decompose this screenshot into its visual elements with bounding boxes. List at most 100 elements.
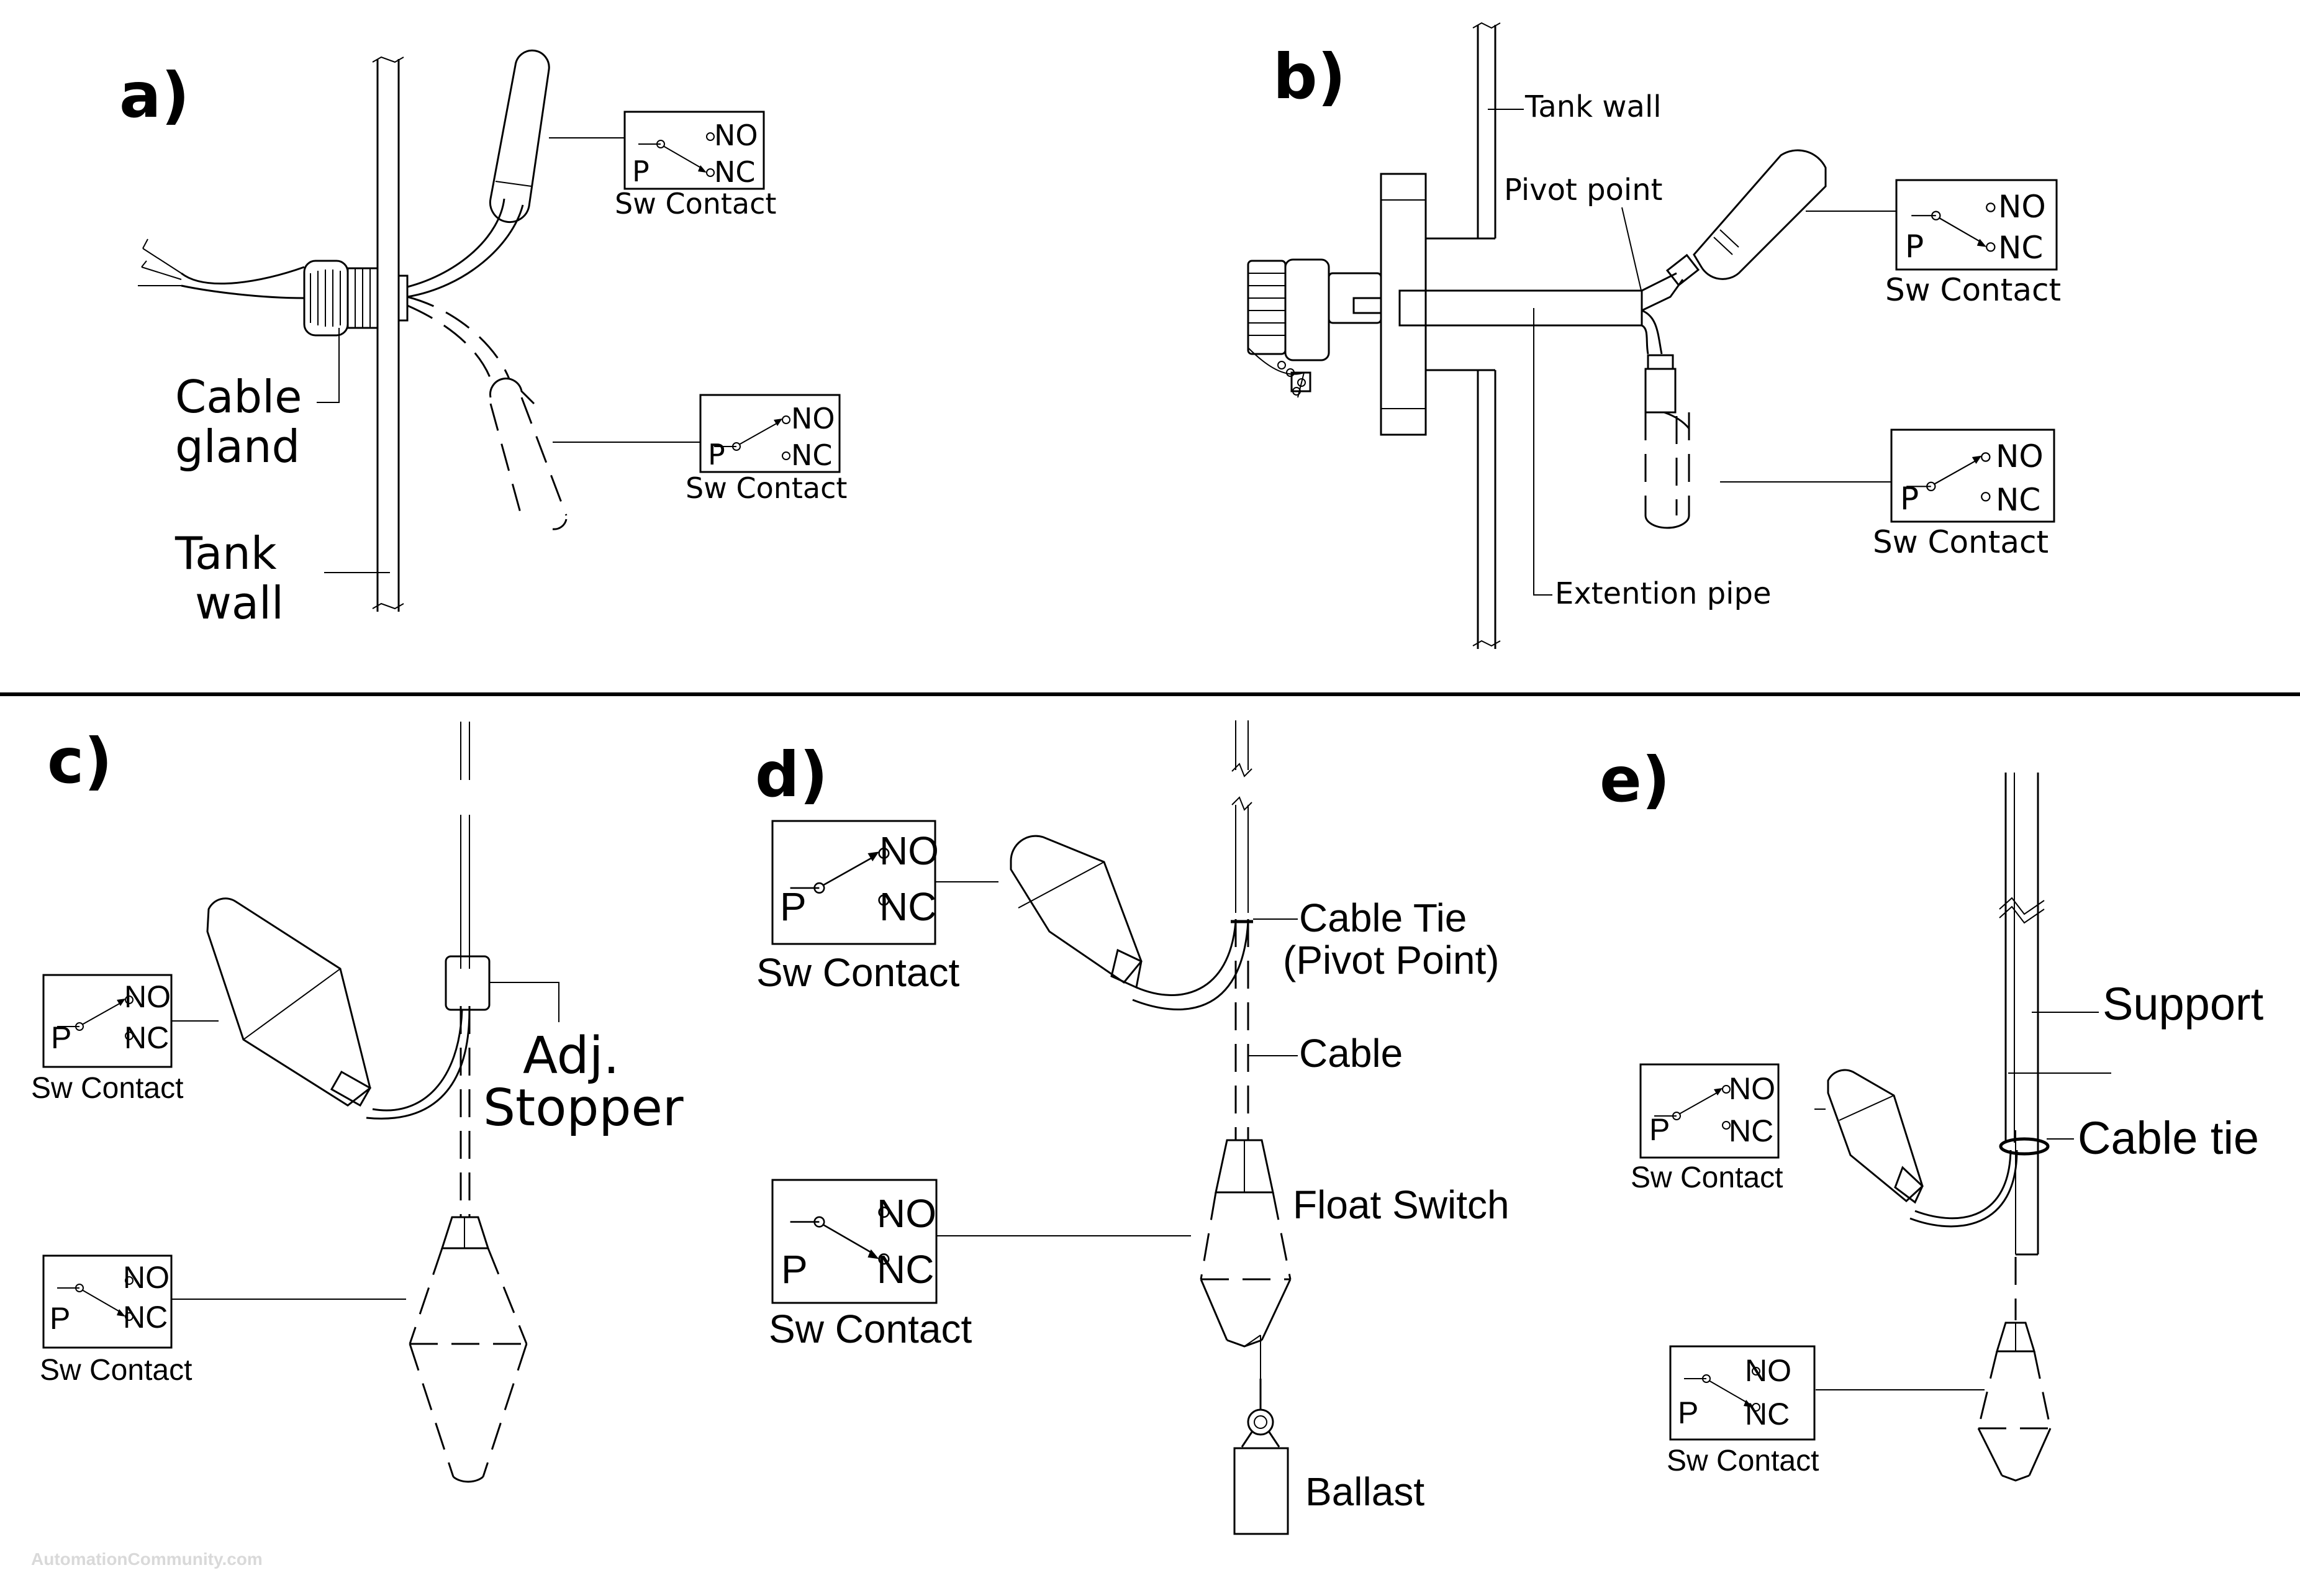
switch-contact-c-upper: NO NC P Sw Contact: [31, 974, 183, 1105]
ballast: [1233, 1335, 1289, 1535]
nc-terminal-label: NC: [123, 1300, 168, 1335]
panel-e: e): [1600, 743, 2264, 1482]
cable-gland-label-line1: Cable: [175, 371, 302, 423]
tank-wall-a: [372, 56, 404, 612]
panel-d: d): [755, 720, 1510, 1535]
switch-contact-d-upper: NO NC P Sw Contact: [756, 820, 959, 995]
switch-contact-a-upper: NO NC P Sw Contact: [615, 111, 776, 220]
float-raised-e: [1827, 1069, 2018, 1228]
sw-contact-caption: Sw Contact: [1631, 1161, 1783, 1194]
panel-a: a): [119, 49, 847, 629]
no-terminal-label: NO: [877, 1191, 936, 1236]
stopper-label-line1: Adj.: [523, 1027, 620, 1086]
common-terminal-label: P: [1678, 1395, 1698, 1430]
cable-tie-label-e: Cable tie: [2078, 1112, 2259, 1164]
nc-terminal-label: NC: [1729, 1113, 1773, 1148]
switch-contact-b-upper: NO NC P Sw Contact: [1885, 179, 2061, 308]
tank-wall-label-b: Tank wall: [1524, 89, 1662, 124]
mounting-flange: [1380, 173, 1427, 436]
float-lowered-b: [1641, 309, 1690, 529]
common-terminal-label: P: [780, 884, 807, 929]
cable-gland-label-line2: gland: [175, 420, 300, 473]
float-lowered-c: [409, 1216, 528, 1483]
no-terminal-label: NO: [714, 119, 758, 152]
nc-terminal-label: NC: [877, 1247, 934, 1292]
float-raised-d: [1010, 835, 1249, 1010]
panel-label-e: e): [1600, 743, 1670, 816]
switch-contact-e-lower: NO NC P Sw Contact: [1667, 1345, 1819, 1477]
nc-terminal-label: NC: [879, 884, 936, 929]
cable-tie-label-line1: Cable Tie: [1299, 895, 1467, 940]
float-lowered-d: [1200, 1139, 1292, 1348]
panel-label-c: c): [47, 725, 112, 797]
support-label: Support: [2103, 978, 2264, 1030]
nc-terminal-label: NC: [1745, 1397, 1790, 1431]
leader-line: [1533, 308, 1552, 596]
common-terminal-label: P: [781, 1247, 808, 1292]
nc-terminal-label: NC: [1996, 482, 2040, 518]
pivot-point-label: Pivot point: [1504, 173, 1663, 207]
common-terminal-label: P: [1905, 229, 1924, 265]
sw-contact-caption: Sw Contact: [1873, 524, 2049, 560]
float-lowered-e: [1977, 1322, 2052, 1482]
leader-line: [489, 982, 559, 1022]
sw-contact-caption: Sw Contact: [31, 1072, 183, 1105]
cable-d: [1231, 720, 1253, 1140]
common-terminal-label: P: [632, 155, 650, 188]
no-terminal-label: NO: [1745, 1353, 1791, 1388]
switch-contact-e-upper: NO NC P Sw Contact: [1631, 1063, 1783, 1194]
common-terminal-label: P: [708, 438, 725, 471]
switch-contact-a-lower: NO NC P Sw Contact: [686, 394, 847, 505]
no-terminal-label: NO: [879, 828, 939, 873]
no-terminal-label: NO: [791, 402, 835, 435]
tank-wall-label-line1: Tank: [174, 527, 277, 579]
tank-wall-b: [1424, 22, 1501, 649]
adjustable-stopper: [445, 955, 491, 1011]
stopper-label-line2: Stopper: [483, 1079, 684, 1138]
common-terminal-label: P: [50, 1301, 70, 1336]
extension-pipe-label: Extention pipe: [1555, 576, 1772, 611]
switch-contact-c-lower: NO NC P Sw Contact: [40, 1254, 192, 1387]
watermark: AutomationCommunity.com: [31, 1549, 263, 1569]
extension-pipe: [1398, 289, 1643, 327]
sw-contact-caption: Sw Contact: [769, 1307, 972, 1351]
cable-c: [460, 722, 471, 1217]
leader-line: [1621, 207, 1642, 294]
float-switch-label: Float Switch: [1293, 1182, 1510, 1227]
panel-c: c): [31, 722, 684, 1483]
sw-contact-caption: Sw Contact: [615, 187, 776, 220]
common-terminal-label: P: [51, 1020, 71, 1055]
sw-contact-caption: Sw Contact: [1667, 1444, 1819, 1477]
cable-gland: [303, 260, 409, 337]
no-terminal-label: NO: [1998, 189, 2046, 225]
switch-contact-d-lower: NO NC P Sw Contact: [769, 1179, 972, 1351]
sw-contact-caption: Sw Contact: [40, 1354, 192, 1387]
no-terminal-label: NO: [123, 1260, 170, 1295]
float-raised-a: [407, 49, 550, 298]
cable-tie-ring: [1999, 1137, 2050, 1156]
nc-terminal-label: NC: [714, 155, 756, 189]
float-raised-b: [1641, 149, 1827, 312]
float-raised-c: [206, 897, 471, 1120]
nc-terminal-label: NC: [791, 438, 833, 472]
cable-tie-label-line2: (Pivot Point): [1283, 938, 1500, 982]
terminal-housing: [1247, 258, 1382, 398]
sw-contact-caption: Sw Contact: [1885, 272, 2061, 308]
support-rod: [1999, 773, 2111, 1256]
panel-b: b): [1247, 22, 2061, 649]
no-terminal-label: NO: [124, 979, 171, 1014]
sw-contact-caption: Sw Contact: [686, 471, 847, 505]
no-terminal-label: NO: [1996, 438, 2044, 474]
leader-line: [317, 328, 340, 403]
switch-contact-b-lower: NO NC P Sw Contact: [1873, 428, 2055, 560]
cable-wires-a: [138, 238, 305, 299]
cable-label: Cable: [1299, 1031, 1403, 1076]
common-terminal-label: P: [1649, 1112, 1670, 1147]
panel-label-b: b): [1273, 40, 1346, 113]
nc-terminal-label: NC: [1998, 230, 2043, 266]
nc-terminal-label: NC: [124, 1020, 169, 1055]
ballast-label: Ballast: [1305, 1469, 1424, 1514]
no-terminal-label: NO: [1729, 1071, 1775, 1106]
common-terminal-label: P: [1900, 481, 1919, 517]
